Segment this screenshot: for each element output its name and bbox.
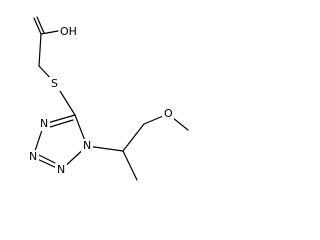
bond-ch-ch2: [122, 123, 145, 152]
atom-bg-n1: [81, 139, 93, 153]
atom-label-o-ether: O: [164, 107, 173, 120]
atom-bg-n2: [55, 163, 67, 177]
atom-bg-n3: [27, 150, 39, 164]
molecule-structure: OH S O N N N N: [27, 16, 189, 181]
bond-ch-methyl: [122, 150, 138, 181]
atom-label-oh: OH: [60, 25, 77, 38]
bond-cooh-ch2: [38, 33, 42, 67]
atom-label-n-ring-2: N: [57, 163, 65, 176]
bond-carbonyl-2: [36, 16, 45, 34]
atom-bg-o: [162, 107, 174, 121]
atom-label-s: S: [51, 77, 58, 90]
atom-bg-oh: [59, 25, 79, 39]
bond-ring-double-c5-n4: [46, 119, 74, 129]
atom-label-n-ring-1: N: [83, 139, 91, 152]
atom-label-n-ring-4: N: [40, 117, 48, 130]
atom-bg-n4: [38, 117, 50, 131]
bond-carbonyl-1: [33, 17, 42, 35]
atom-label-n-ring-3: N: [29, 150, 37, 163]
atom-bg-s: [49, 77, 61, 91]
